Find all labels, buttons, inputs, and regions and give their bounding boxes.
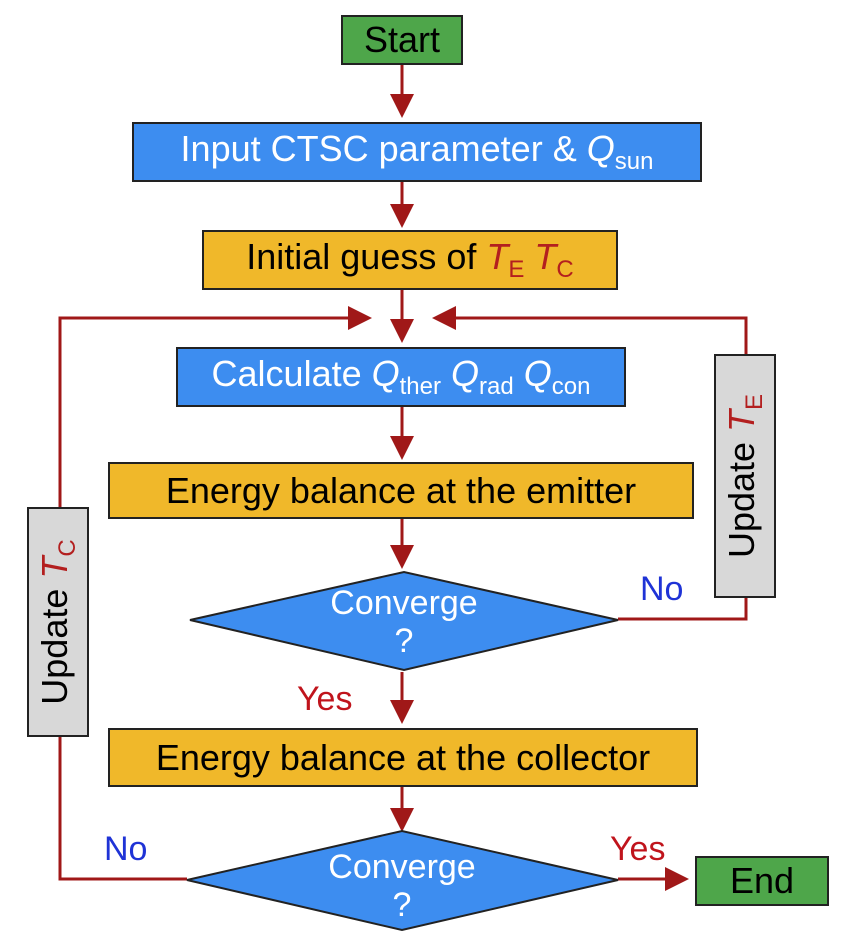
converge-1-line2: ?: [394, 622, 414, 660]
emitter-balance-label: Energy balance at the emitter: [165, 469, 637, 511]
converge-text-1: Converge ?: [304, 584, 504, 660]
converge-decision-2: [186, 829, 619, 932]
converge-2-line2: ?: [392, 886, 412, 924]
line-converge2-no-to-update-tc: [58, 736, 187, 881]
initial-guess-box: Initial guess of TE TC: [202, 230, 618, 290]
no-label-2: No: [104, 830, 148, 868]
input-parameters-box: Input CTSC parameter & Qsun: [132, 122, 702, 182]
end-node: End: [695, 856, 829, 906]
calculate-box: Calculate Qther Qrad Qcon: [176, 347, 626, 407]
initial-guess-label: Initial guess of TE TC: [246, 236, 574, 283]
update-te-label: Update TE: [721, 393, 768, 559]
collector-balance-label: Energy balance at the collector: [155, 736, 651, 778]
start-label: Start: [363, 19, 441, 60]
arrow-update-te-to-calc: [432, 306, 748, 354]
end-label: End: [729, 860, 795, 901]
calculate-label: Calculate Qther Qrad Qcon: [211, 353, 591, 400]
converge-decision-1: [189, 570, 619, 672]
input-label: Input CTSC parameter & Qsun: [180, 128, 654, 175]
emitter-balance-box: Energy balance at the emitter: [108, 462, 694, 519]
converge-1-line1: Converge: [330, 584, 478, 622]
update-tc-label: Update TC: [34, 539, 81, 705]
collector-balance-box: Energy balance at the collector: [108, 728, 698, 787]
start-node: Start: [341, 15, 463, 65]
no-label-1: No: [640, 570, 684, 608]
converge-text-2: Converge ?: [302, 848, 502, 924]
arrow-update-tc-to-calc: [58, 306, 372, 507]
update-tc-box: Update TC: [27, 507, 89, 737]
update-te-box: Update TE: [714, 354, 776, 598]
line-converge1-no-to-update-te: [618, 597, 748, 621]
yes-label-2: Yes: [610, 830, 666, 868]
converge-2-line1: Converge: [328, 848, 476, 886]
yes-label-1: Yes: [297, 680, 353, 718]
